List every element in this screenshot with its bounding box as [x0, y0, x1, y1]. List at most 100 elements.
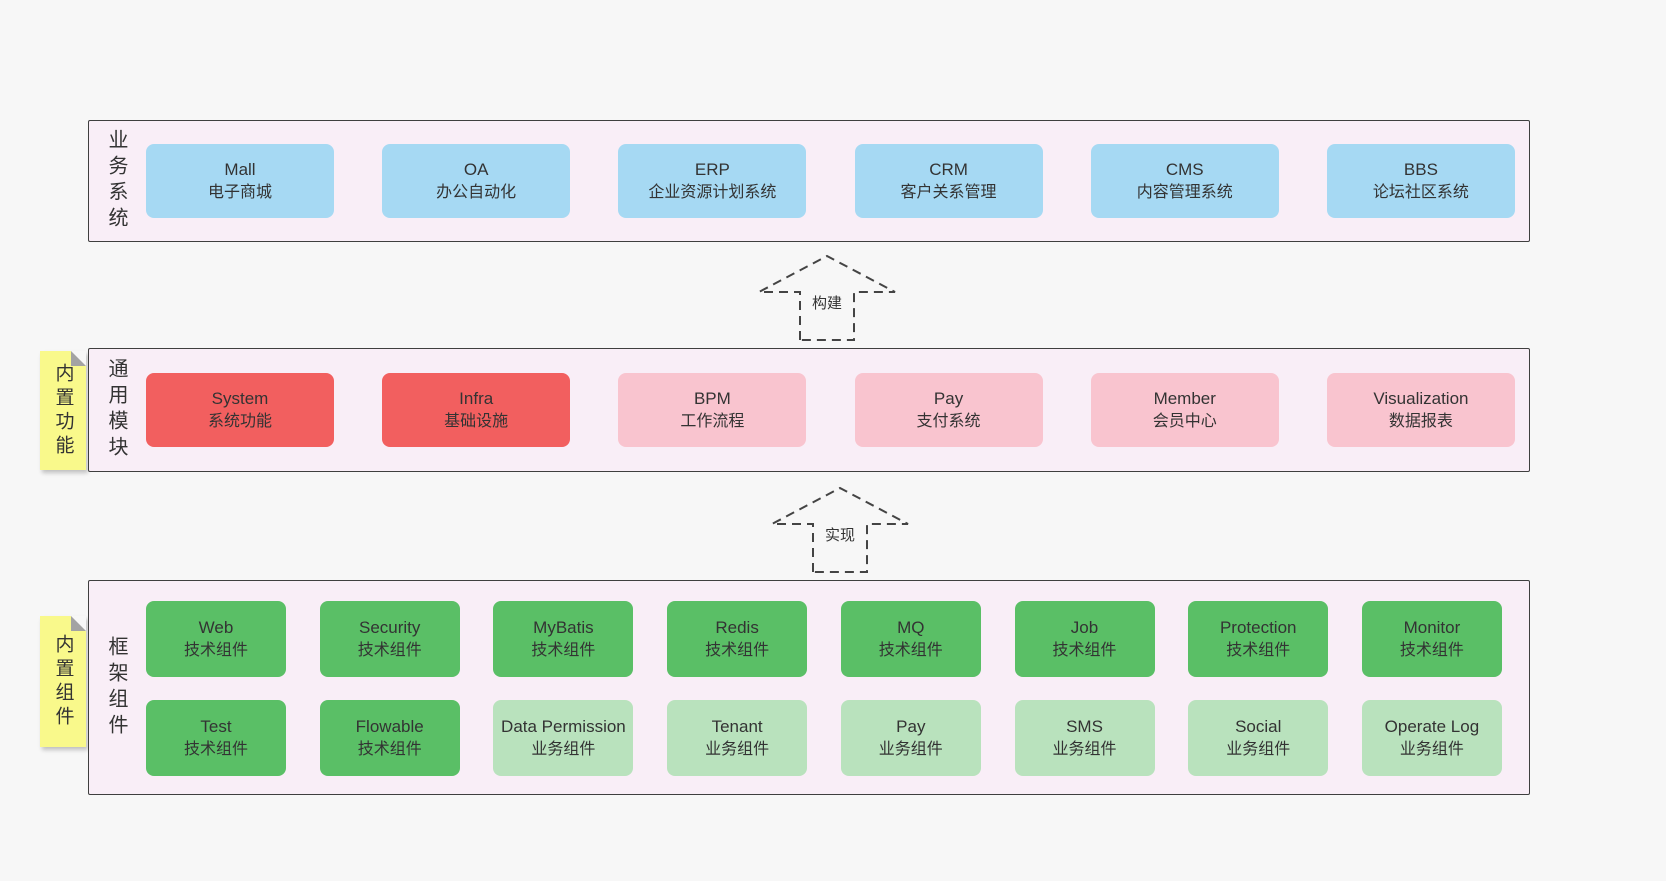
- component-title: BPM: [693, 388, 731, 408]
- folded-corner-icon: [71, 351, 86, 366]
- component-title: Operate Log: [1384, 716, 1480, 736]
- band-framework-components: 框架组件 Web 技术组件 Security 技术组件 MyBatis 技术组件…: [88, 580, 1530, 795]
- component-box: CRM 客户关系管理: [854, 144, 1043, 218]
- build-arrow: 构建: [745, 252, 909, 344]
- component-subtitle: 支付系统: [916, 412, 981, 430]
- sticky-note-builtin-features: 内置功能: [40, 351, 86, 470]
- component-title: Web: [198, 617, 234, 637]
- component-subtitle: 技术组件: [1226, 641, 1291, 659]
- component-title: Visualization: [1373, 388, 1469, 408]
- component-subtitle: 工作流程: [680, 412, 745, 430]
- component-box: Tenant 业务组件: [667, 700, 808, 776]
- component-subtitle: 企业资源计划系统: [648, 183, 777, 201]
- component-title: MQ: [897, 617, 925, 637]
- component-box: Redis 技术组件: [667, 601, 808, 677]
- component-box: SMS 业务组件: [1014, 700, 1155, 776]
- component-title: Member: [1153, 388, 1216, 408]
- framework-row-1: Web 技术组件 Security 技术组件 MyBatis 技术组件 Redi…: [146, 601, 1502, 677]
- folded-corner-icon: [71, 616, 86, 631]
- component-box: BPM 工作流程: [618, 373, 807, 447]
- component-box: Data Permission 业务组件: [493, 700, 634, 776]
- band-business-systems: 业务系统 Mall 电子商城 OA 办公自动化 ERP 企业资源计划系统 CRM…: [88, 120, 1530, 242]
- component-box: OA 办公自动化: [382, 144, 571, 218]
- component-subtitle: 数据报表: [1388, 412, 1453, 430]
- component-box: MyBatis 技术组件: [493, 601, 634, 677]
- component-title: Flowable: [355, 716, 424, 736]
- component-box: ERP 企业资源计划系统: [618, 144, 807, 218]
- component-title: OA: [463, 159, 489, 179]
- component-title: Test: [200, 716, 232, 736]
- component-subtitle: 内容管理系统: [1136, 183, 1233, 201]
- component-box: Infra 基础设施: [382, 373, 571, 447]
- component-box: Test 技术组件: [146, 700, 286, 776]
- component-subtitle: 技术组件: [183, 641, 248, 659]
- component-subtitle: 技术组件: [705, 641, 770, 659]
- implement-arrow: 实现: [758, 484, 922, 576]
- framework-rows: Web 技术组件 Security 技术组件 MyBatis 技术组件 Redi…: [89, 581, 1529, 776]
- band-modules-label: 通用模块: [105, 358, 127, 462]
- component-title: Job: [1070, 617, 1099, 637]
- component-title: Data Permission: [501, 716, 626, 736]
- dashed-up-arrow-icon: [771, 486, 909, 573]
- component-subtitle: 业务组件: [705, 740, 770, 758]
- component-subtitle: 技术组件: [183, 740, 248, 758]
- sticky-builtin-components-label: 内置组件: [52, 633, 74, 730]
- component-title: MyBatis: [533, 617, 594, 637]
- component-title: CMS: [1165, 159, 1204, 179]
- component-title: Monitor: [1403, 617, 1461, 637]
- component-title: Security: [358, 617, 421, 637]
- component-subtitle: 业务组件: [878, 740, 943, 758]
- component-box: Social 业务组件: [1188, 700, 1329, 776]
- sticky-builtin-features-label: 内置功能: [52, 362, 74, 459]
- component-subtitle: 技术组件: [357, 740, 422, 758]
- business-boxes: Mall 电子商城 OA 办公自动化 ERP 企业资源计划系统 CRM 客户关系…: [89, 121, 1529, 241]
- component-box: Visualization 数据报表: [1326, 373, 1515, 447]
- component-title: Infra: [459, 388, 494, 408]
- component-title: CRM: [929, 159, 968, 179]
- component-box: Member 会员中心: [1090, 373, 1279, 447]
- component-box: BBS 论坛社区系统: [1326, 144, 1515, 218]
- band-common-modules: 通用模块 System 系统功能 Infra 基础设施 BPM 工作流程 Pay…: [88, 348, 1530, 472]
- component-box: Monitor 技术组件: [1361, 601, 1502, 677]
- component-subtitle: 业务组件: [1399, 740, 1464, 758]
- component-subtitle: 基础设施: [444, 412, 509, 430]
- band-business-label: 业务系统: [105, 129, 127, 233]
- component-subtitle: 技术组件: [1052, 641, 1117, 659]
- component-subtitle: 技术组件: [531, 641, 596, 659]
- component-subtitle: 论坛社区系统: [1372, 183, 1469, 201]
- dashed-up-arrow-icon: [758, 254, 896, 341]
- component-box: Flowable 技术组件: [319, 700, 460, 776]
- component-title: Protection: [1219, 617, 1297, 637]
- component-box: Protection 技术组件: [1188, 601, 1329, 677]
- band-framework-label: 框架组件: [105, 635, 127, 740]
- component-subtitle: 办公自动化: [436, 183, 517, 201]
- component-title: System: [211, 388, 269, 408]
- component-title: BBS: [1403, 159, 1438, 179]
- component-subtitle: 技术组件: [878, 641, 943, 659]
- component-box: Pay 业务组件: [840, 700, 981, 776]
- component-subtitle: 业务组件: [1052, 740, 1117, 758]
- component-title: Pay: [896, 716, 926, 736]
- component-box: Mall 电子商城: [146, 144, 334, 218]
- component-title: Mall: [224, 159, 256, 179]
- component-subtitle: 业务组件: [531, 740, 596, 758]
- component-box: Web 技术组件: [146, 601, 286, 677]
- component-title: ERP: [694, 159, 730, 179]
- component-box: Operate Log 业务组件: [1361, 700, 1502, 776]
- component-subtitle: 业务组件: [1226, 740, 1291, 758]
- modules-boxes: System 系统功能 Infra 基础设施 BPM 工作流程 Pay 支付系统…: [89, 349, 1529, 471]
- component-title: Redis: [715, 617, 759, 637]
- component-box: Pay 支付系统: [854, 373, 1043, 447]
- component-subtitle: 系统功能: [207, 412, 272, 430]
- component-box: MQ 技术组件: [840, 601, 981, 677]
- component-title: Social: [1235, 716, 1282, 736]
- sticky-note-builtin-components: 内置组件: [40, 616, 86, 747]
- component-box: Job 技术组件: [1014, 601, 1155, 677]
- component-title: SMS: [1066, 716, 1103, 736]
- component-subtitle: 技术组件: [1399, 641, 1464, 659]
- component-subtitle: 客户关系管理: [900, 183, 997, 201]
- component-subtitle: 技术组件: [357, 641, 422, 659]
- component-subtitle: 会员中心: [1152, 412, 1217, 430]
- component-title: Tenant: [711, 716, 763, 736]
